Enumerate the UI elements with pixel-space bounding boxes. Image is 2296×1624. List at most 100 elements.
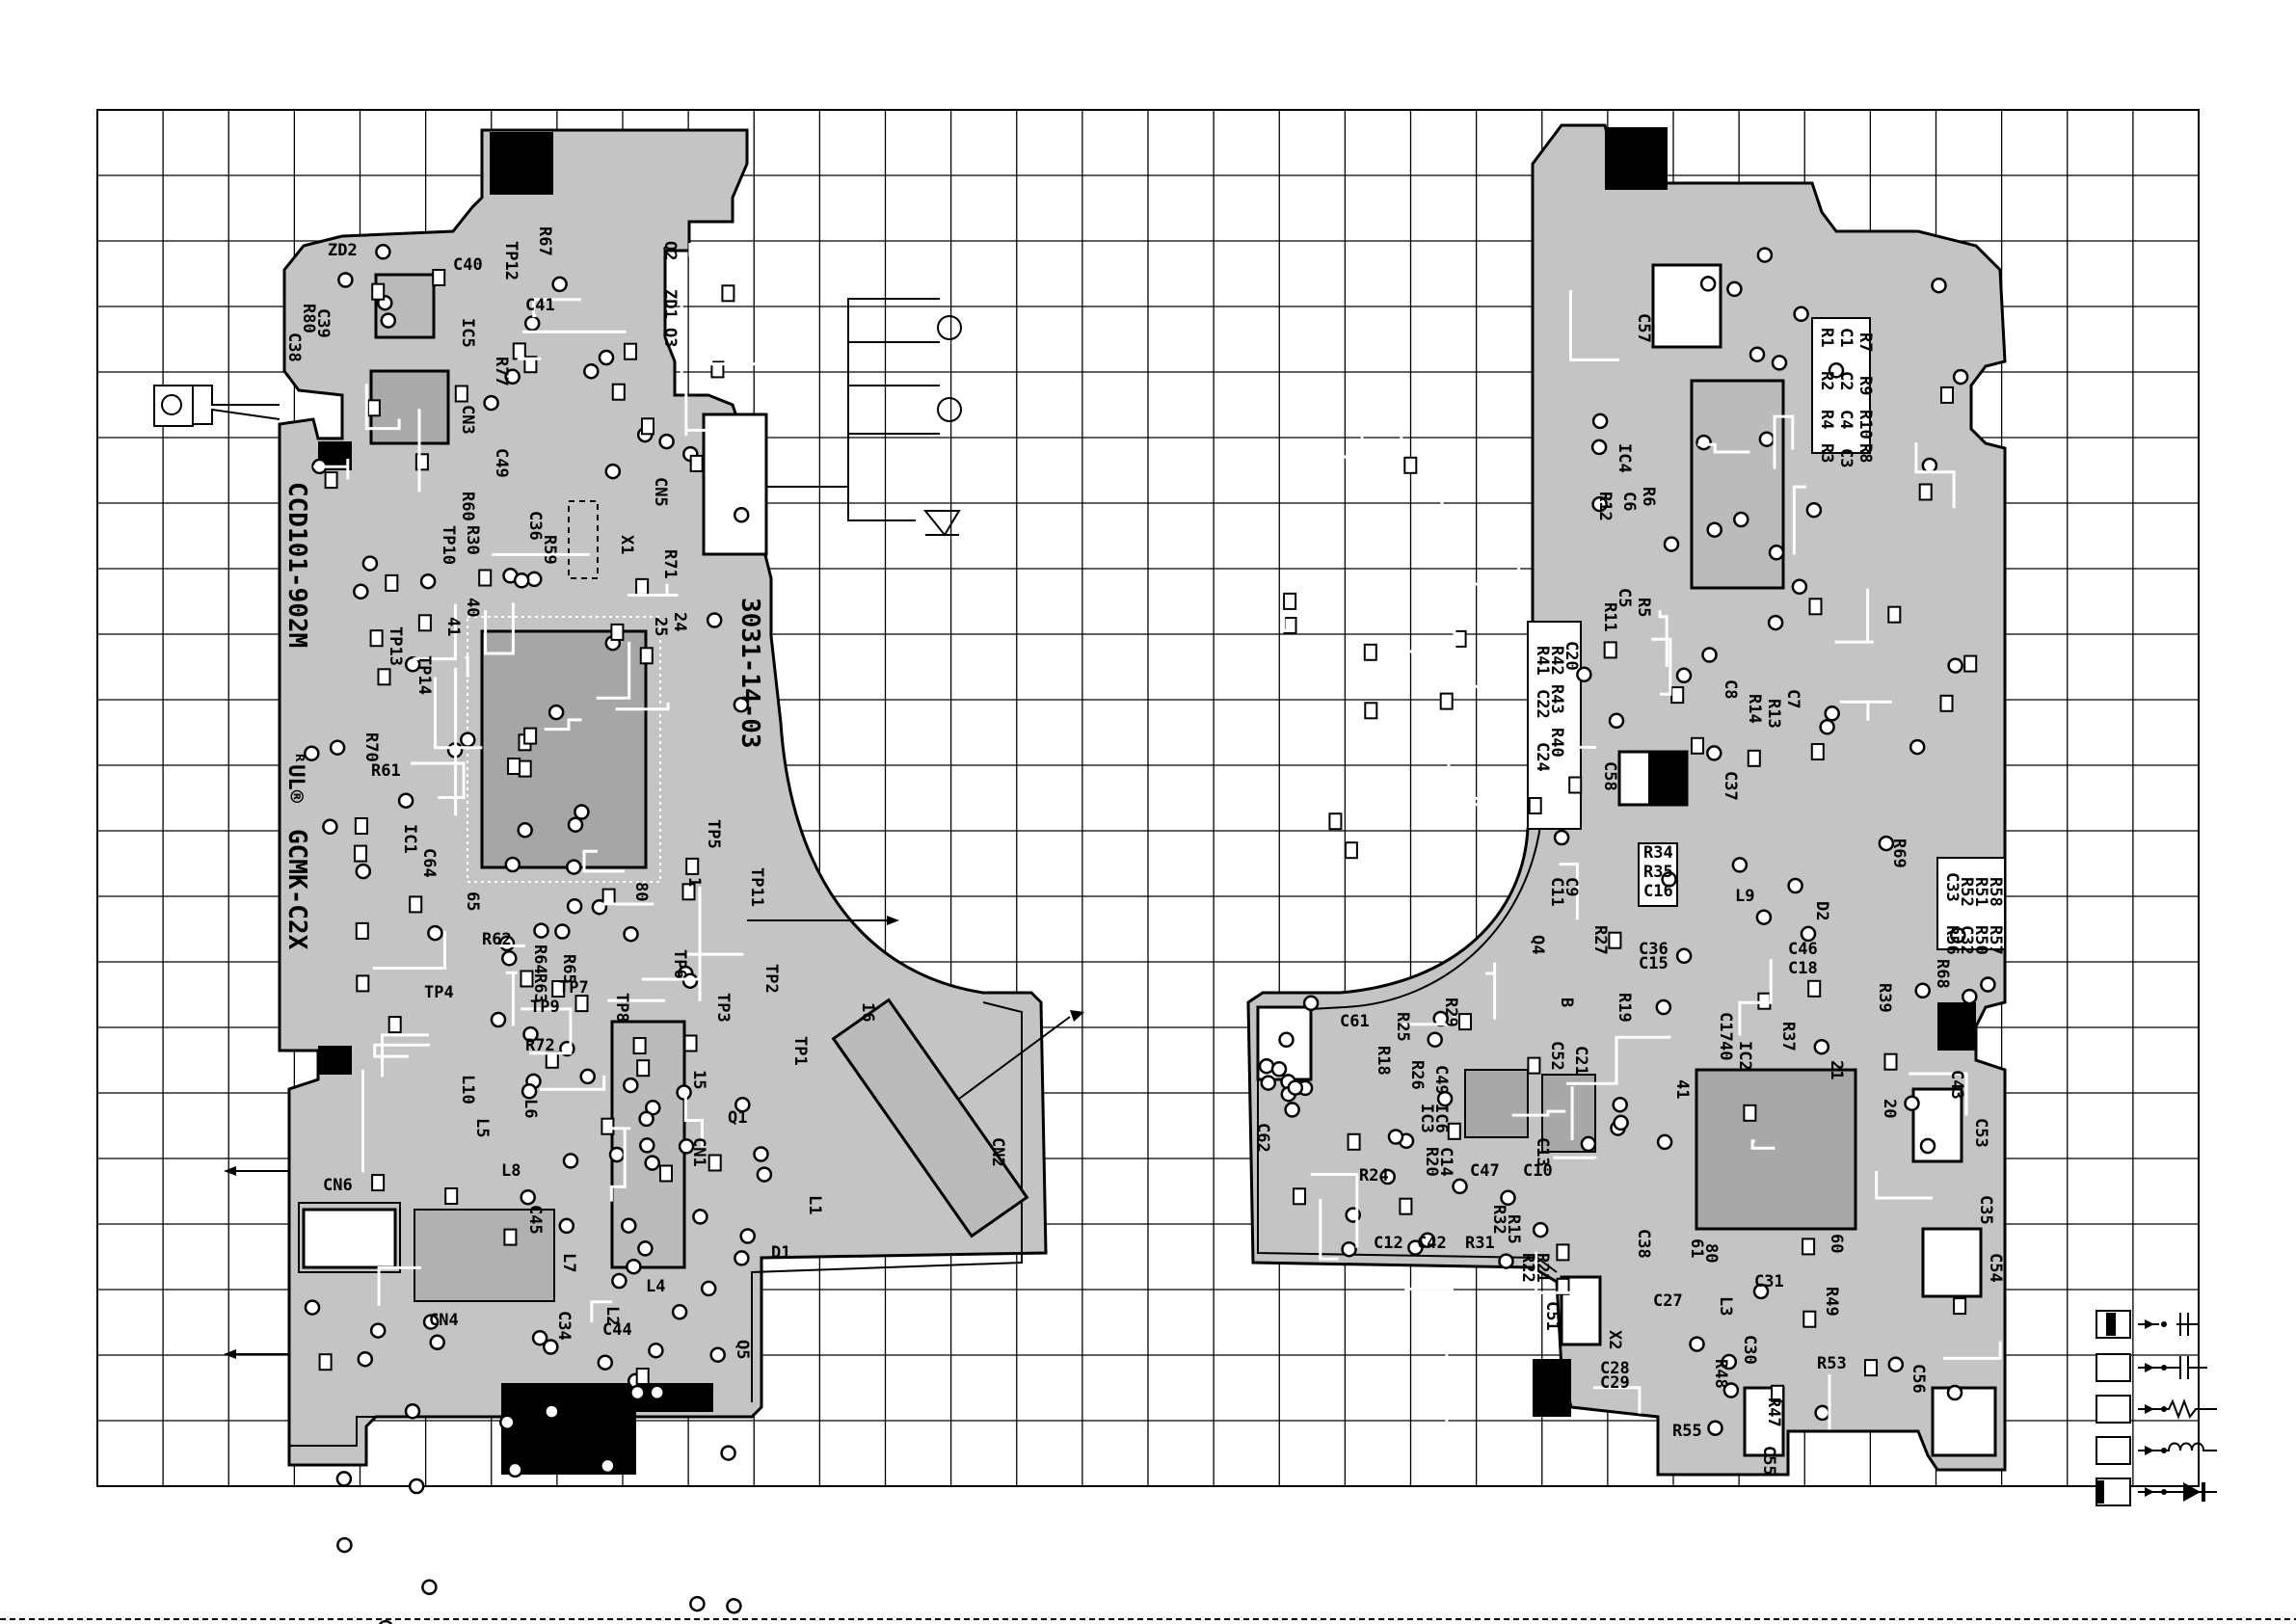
lamp-symbols [916,298,940,435]
ref-designator: ZD2 [328,241,358,260]
ref-designator: R2 [1817,371,1836,390]
trace [434,677,483,750]
ref-designator: L6 [521,1099,540,1118]
smd-pad [1439,692,1454,710]
right-board [1246,123,2007,1477]
via-pad [460,732,476,748]
ref-designator: TP3 [713,993,733,1023]
via-pad [1608,712,1625,730]
main-ic-pins [467,616,661,883]
smd-pad [1771,1384,1785,1402]
ref-designator: C12 [1374,1234,1403,1253]
via-pad [522,1025,539,1043]
smd-pad [1802,1310,1817,1328]
trace [684,378,720,437]
smd-pad [444,1187,459,1205]
connector-cn4 [414,1209,555,1302]
ref-designator: 20 [1880,1099,1899,1118]
ref-designator: R13 [1764,699,1783,729]
smd-pad [355,921,369,940]
via-pad [335,1471,353,1487]
model-code-label: GCMK-C2X [282,829,311,950]
trace [1569,290,1619,361]
connector-cn3 [369,369,450,445]
symbol-diode [2183,1482,2205,1502]
ref-designator: R35 [1643,863,1673,882]
smd-pad [1747,749,1761,767]
via-pad [739,1228,756,1244]
ref-designator: C30 [1740,1335,1759,1365]
ref-designator: 25 [651,617,670,636]
via-pad [1706,521,1722,538]
via-pad [1904,1095,1920,1111]
smd-pad [1691,736,1704,755]
via-pad [566,897,583,915]
legend-dot [2161,1448,2167,1453]
smd-pad [1399,1197,1413,1215]
ref-designator: C3 [1836,448,1855,467]
via-pad [637,1240,654,1257]
via-pad [598,349,615,366]
ref-designator: R59 [540,535,559,565]
via-pad [567,816,584,833]
via-pad [1980,976,1996,993]
ref-designator: Q5 [733,1340,752,1359]
ref-designator: R8 [1855,443,1875,463]
ref-designator: C15 [1639,954,1669,973]
smd-pad [1347,1132,1361,1151]
smd-pad [354,817,368,835]
label-box-r50-r58 [1936,857,2006,950]
smd-pad [689,454,704,472]
smd-pad [1807,979,1822,998]
trace [1559,863,1579,920]
via-pad [700,1280,717,1297]
via-pad [1270,1061,1288,1078]
via-pad [720,1445,736,1461]
trace [1658,610,1669,667]
via-pad [1278,1031,1295,1049]
ref-designator: R50 [1971,925,1990,955]
ref-designator: C49 [1431,1065,1451,1095]
via-pad [531,1329,548,1346]
ref-designator: C21 [1571,1046,1590,1076]
via-pad [1962,988,1978,1005]
via-pad [1805,501,1823,519]
smd-pad [377,668,391,686]
smd-pad [1883,1052,1898,1071]
ref-designator: R10 [1855,410,1875,439]
via-pad [1590,439,1608,456]
smd-pad [685,857,700,875]
smd-pad [1403,456,1418,474]
smd-pad [1940,386,1954,404]
via-pad [397,792,414,809]
trace [1404,1274,1454,1301]
ref-designator: TP8 [612,993,631,1023]
ref-designator: R51 [1971,877,1990,907]
smd-pad [635,577,650,596]
smd-pad [354,844,367,863]
via-pad [1887,1356,1905,1372]
trace [1440,482,1470,556]
ref-designator: R41 [1533,646,1552,676]
trace [615,702,670,711]
via-pad [361,555,379,572]
crystal-x1 [568,500,599,579]
ref-designator: C35 [1976,1195,1995,1225]
via-pad [419,572,437,590]
via-pad [1284,1102,1300,1118]
ref-designator: C53 [1971,1118,1990,1148]
via-pad [504,368,521,386]
ref-designator: 41 [443,617,463,636]
trace [313,459,350,480]
via-pad [597,1354,614,1371]
ref-designator: 61 [1687,1238,1706,1258]
via-pad [1258,1057,1275,1075]
via-pad [611,1272,627,1290]
smd-pad [507,758,521,775]
via-pad [551,276,568,293]
ref-designator: R30 [463,525,482,555]
ref-designator: 1 [684,877,704,887]
ref-designator: C64 [419,848,439,878]
ref-designator: L8 [501,1161,521,1181]
ref-designator: C28 [1600,1359,1630,1378]
